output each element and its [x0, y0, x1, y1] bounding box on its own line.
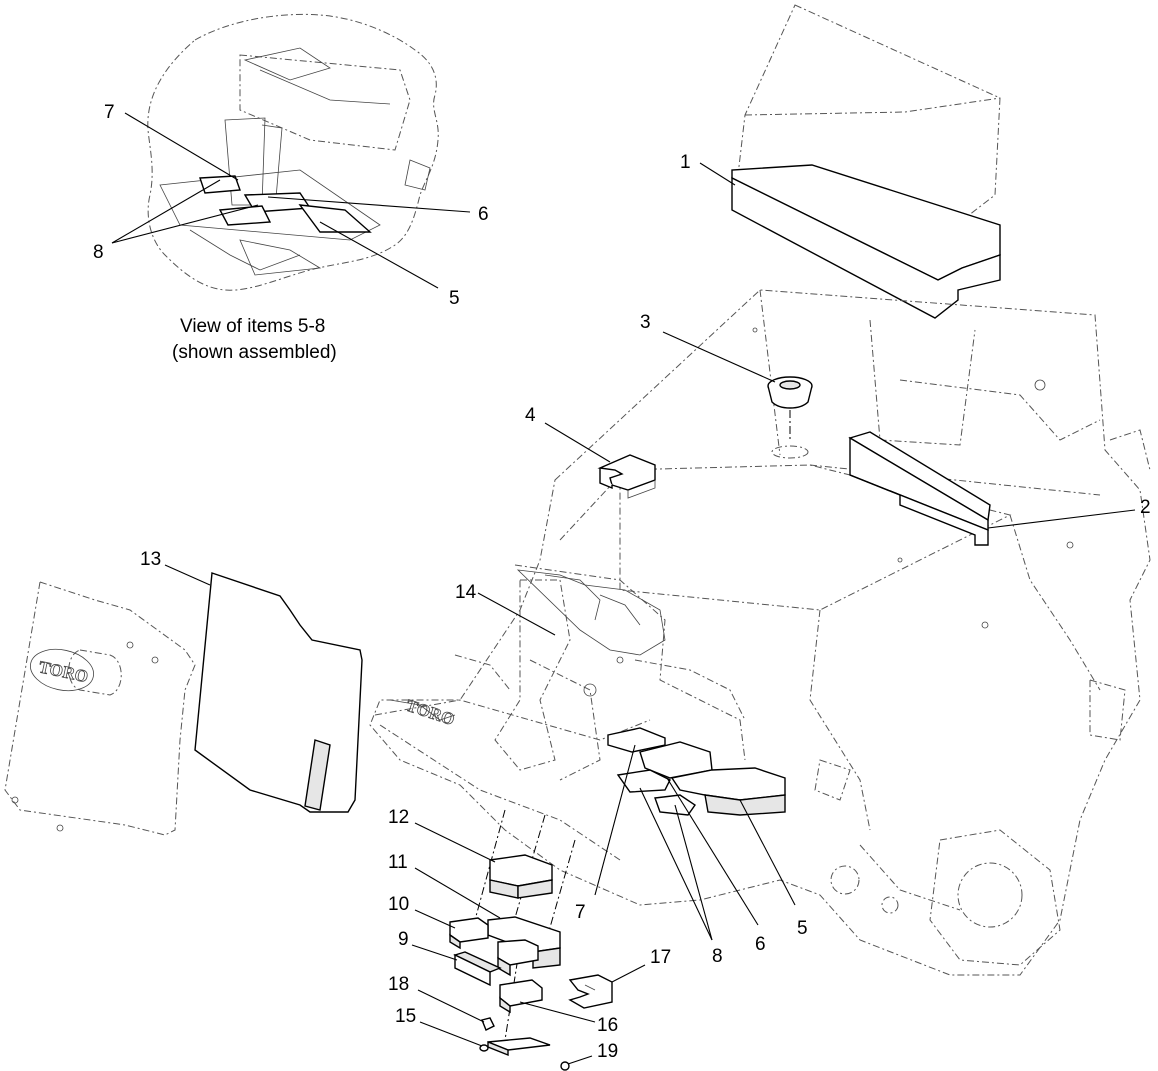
- callout-5: 5: [797, 918, 808, 939]
- callout-15: 15: [395, 1006, 416, 1027]
- item-13-shield: TORO 13: [4, 549, 363, 836]
- shield-logo-text: TORO: [37, 657, 90, 686]
- inset-callout-6: 6: [478, 204, 489, 225]
- callout-17: 17: [650, 947, 671, 968]
- callout-1: 1: [680, 152, 691, 173]
- callout-11: 11: [388, 852, 408, 873]
- inset-caption-line1: View of items 5-8: [180, 316, 325, 337]
- inset-assembled-view: 7 6 8 5 View of items 5-8 (shown assembl…: [93, 13, 489, 363]
- item-14-bracket: 14: [455, 569, 666, 656]
- inset-callout-7: 7: [104, 102, 115, 123]
- item-4-clip: 4: [525, 405, 656, 499]
- frame-assembly: TORO: [369, 289, 1151, 976]
- exploded-stack: 12 11 10 9 16 17 18: [388, 807, 671, 1071]
- inset-callout-5: 5: [449, 288, 460, 309]
- callout-6: 6: [755, 934, 766, 955]
- callout-7: 7: [575, 902, 586, 923]
- callout-18: 18: [388, 974, 409, 995]
- callout-3: 3: [640, 312, 651, 333]
- deck-logo-text: TORO: [404, 696, 457, 729]
- callout-9: 9: [398, 929, 409, 950]
- callout-8: 8: [712, 946, 723, 967]
- callout-16: 16: [597, 1015, 618, 1036]
- callout-10: 10: [388, 894, 409, 915]
- item-2-rear-pad: 2: [848, 431, 1151, 546]
- callout-4: 4: [525, 405, 536, 426]
- callout-19: 19: [597, 1041, 618, 1062]
- callout-12: 12: [388, 807, 409, 828]
- callout-2: 2: [1140, 497, 1151, 518]
- callout-14: 14: [455, 582, 477, 603]
- callout-13: 13: [140, 549, 161, 570]
- inset-callout-8: 8: [93, 242, 104, 263]
- item-3-grommet: 3: [640, 312, 813, 459]
- item-1-seat-cushion: 1: [680, 4, 1001, 319]
- items-5-8-pads: 5 6 7 8: [575, 727, 808, 967]
- inset-caption-line2: (shown assembled): [172, 342, 337, 363]
